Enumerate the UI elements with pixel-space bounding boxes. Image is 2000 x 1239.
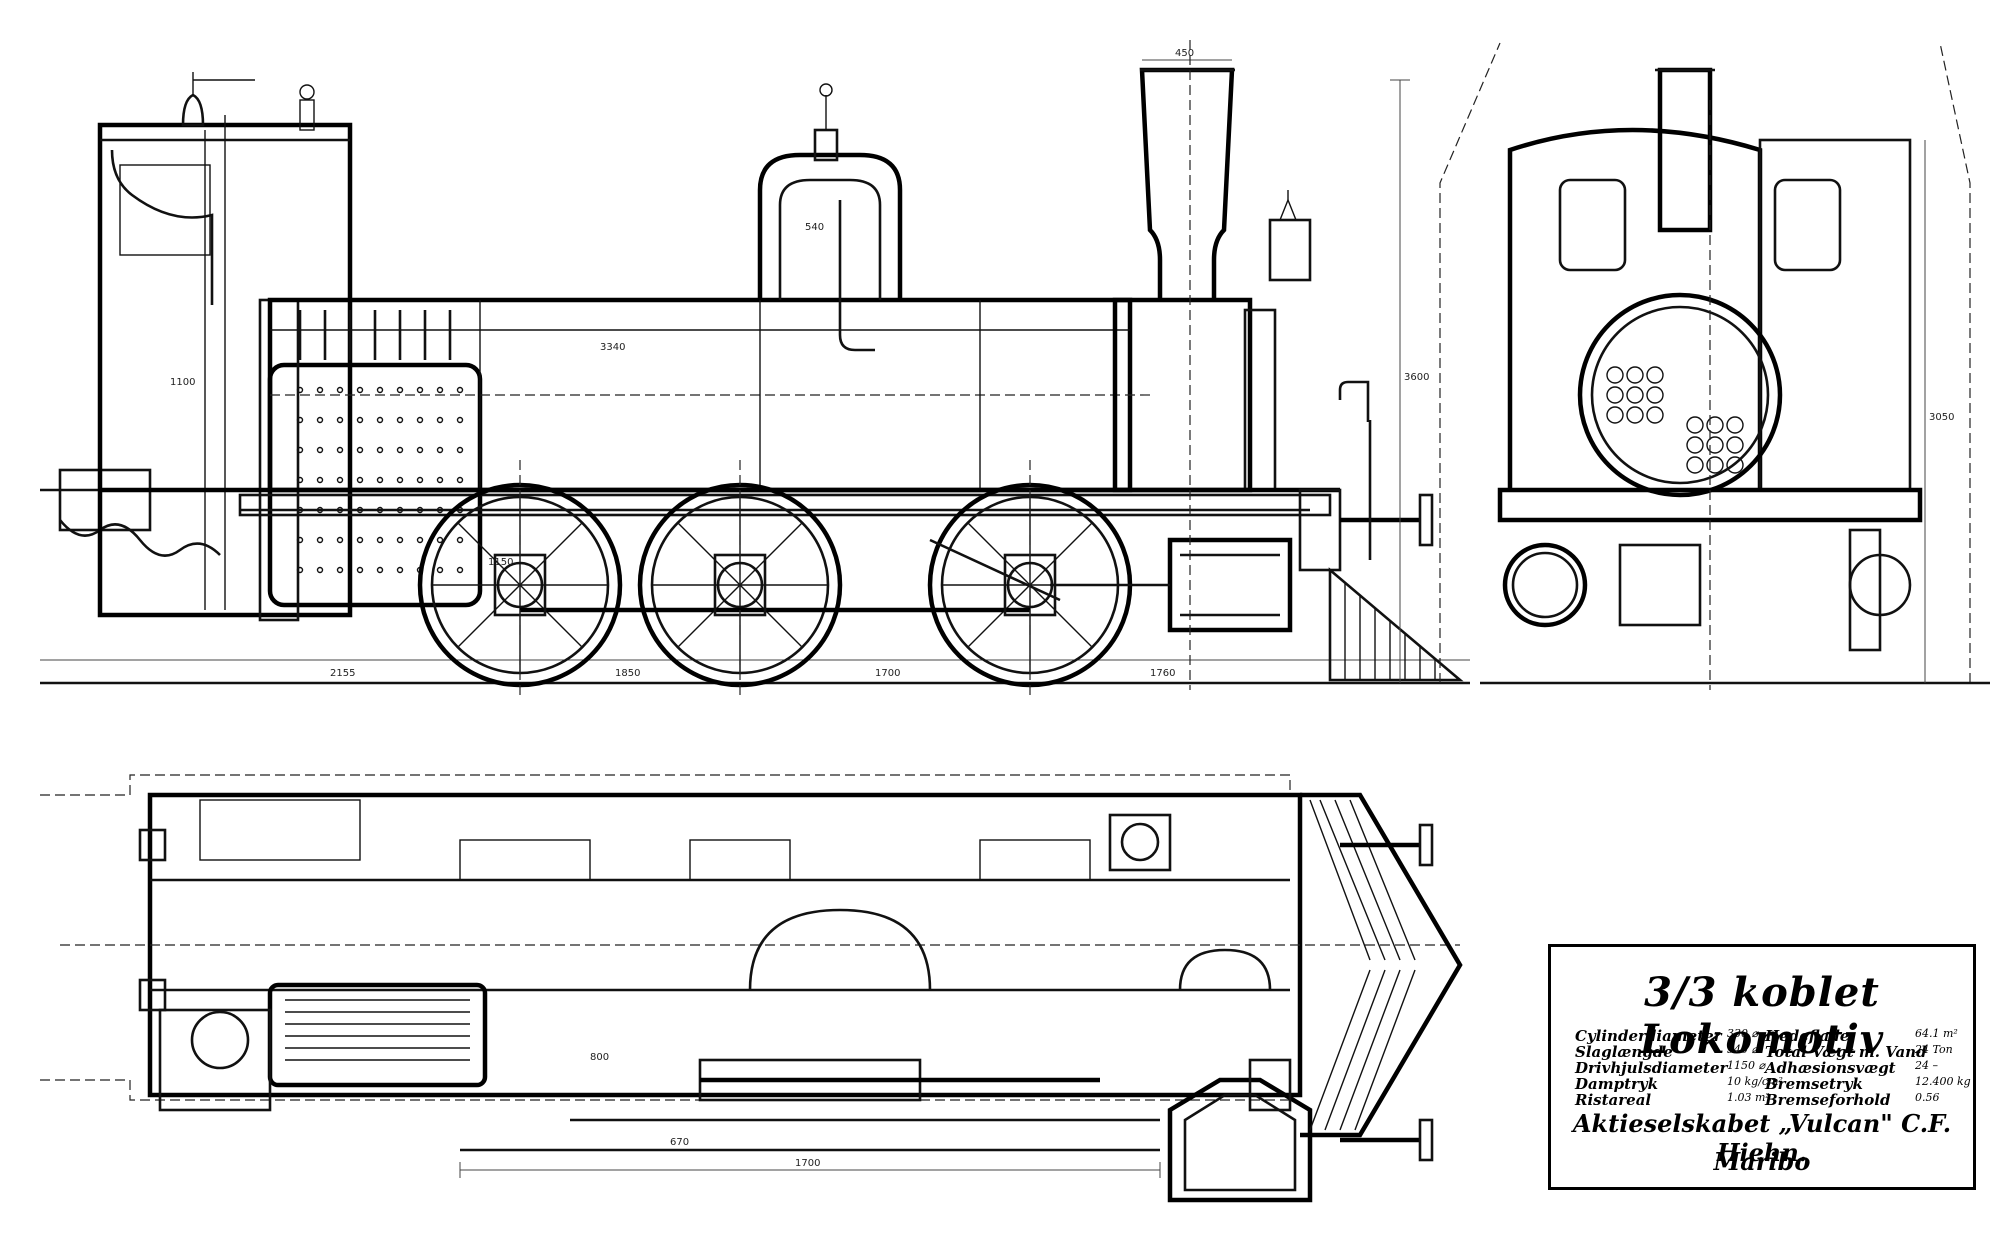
dim-wheel-diameter: 1150 [488, 557, 513, 568]
cowcatcher [1328, 567, 1464, 682]
bell-icon [181, 93, 205, 127]
drawing-title: 3/3 koblet Lokomotiv [1639, 969, 1885, 1063]
dim-overall-height: 3600 [1404, 372, 1429, 383]
dim-firebox: 1100 [170, 377, 195, 388]
manufacturer: Aktieselskabet „Vulcan" C.F. Hiehn. [1572, 1109, 1952, 1167]
end-cab [1507, 127, 1763, 490]
dim-plan-width: 1700 [795, 1158, 820, 1169]
headlamp [1268, 218, 1312, 282]
dim-plan-gauge: 670 [670, 1137, 689, 1148]
dim-overhang-front: 1760 [1150, 668, 1175, 679]
manufacturer-city: Maribo [1713, 1147, 1811, 1176]
plan-cylinder [1167, 1077, 1313, 1203]
dimension-labels: 2155 1850 1700 1760 450 3600 1150 3340 1… [170, 48, 1954, 1169]
title-block: 3/3 koblet Lokomotiv Cylinderdiameter 33… [1548, 944, 1976, 1190]
dim-end-height: 3050 [1929, 412, 1954, 423]
dim-boiler-length: 3340 [600, 342, 625, 353]
steam-dome [757, 152, 903, 300]
chimney [1139, 67, 1235, 300]
side-elevation [40, 40, 1470, 700]
dim-wheelbase-1: 1850 [615, 668, 640, 679]
staybolt-grid [296, 386, 464, 574]
dim-dome: 540 [805, 222, 824, 233]
tube-plate [1606, 366, 1744, 474]
cylinder [1167, 537, 1293, 633]
dim-wheelbase-2: 1700 [875, 668, 900, 679]
dim-overhang-rear: 2155 [330, 668, 355, 679]
end-elevation [1439, 42, 1990, 690]
plan-view [40, 774, 1463, 1203]
smokebox-door [1577, 292, 1783, 498]
smokebox [1112, 297, 1253, 493]
plan-cowcatcher [1300, 792, 1463, 1138]
dim-plan-inner: 800 [590, 1052, 609, 1063]
dim-chimney: 450 [1175, 48, 1194, 59]
